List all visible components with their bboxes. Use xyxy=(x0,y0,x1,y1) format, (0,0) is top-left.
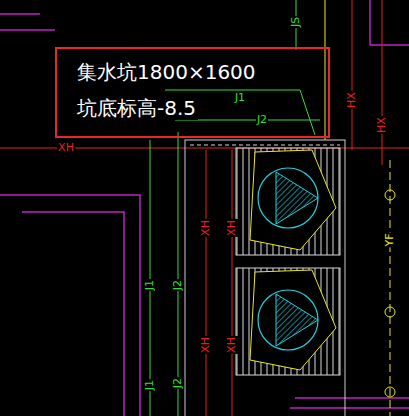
pipe-label: J2 xyxy=(256,114,268,126)
pipe-label: J1 xyxy=(234,92,246,104)
pipe-label: J2 xyxy=(172,377,184,389)
pipe-label: XH xyxy=(57,142,75,154)
pipe-label: XH xyxy=(226,219,238,237)
note-text: 坑底标高-8.5 xyxy=(75,96,198,120)
pipe-label: XH xyxy=(226,336,238,354)
pipe-label: J1 xyxy=(144,379,156,391)
pit-note-box: 集水坑1800×1600 坑底标高-8.5 xyxy=(55,47,330,138)
pipe-label: YF xyxy=(384,232,396,247)
pipe-label: XH xyxy=(200,336,212,354)
pipe-label: J1 xyxy=(144,279,156,291)
pipe-label: J2 xyxy=(172,279,184,291)
pipe-label: HX xyxy=(346,91,358,109)
pipe-label: XH xyxy=(200,219,212,237)
pipe-label: JS xyxy=(290,16,302,28)
note-text: 集水坑1800×1600 xyxy=(75,60,258,84)
pipe-label: HX xyxy=(376,116,388,134)
